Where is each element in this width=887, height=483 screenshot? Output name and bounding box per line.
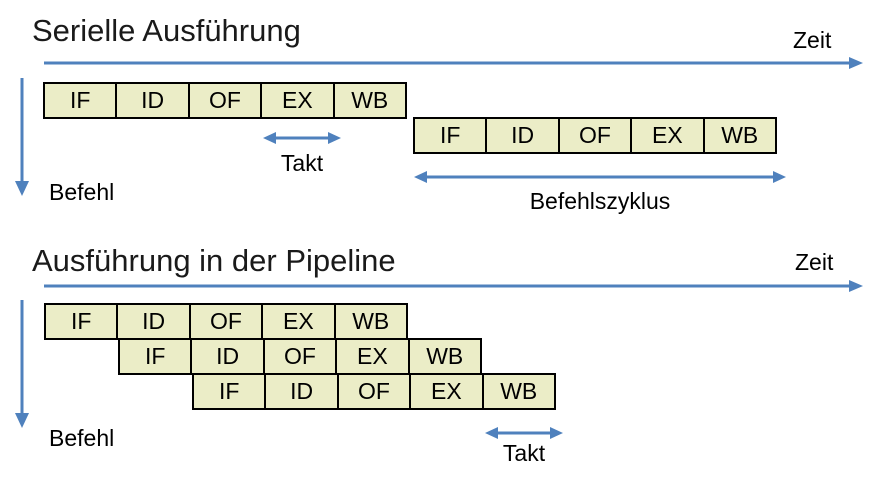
stage-cell: WB xyxy=(332,82,407,119)
stage-cell: IF xyxy=(43,82,118,119)
stage-cell: IF xyxy=(413,117,488,154)
stage-cell: ID xyxy=(116,303,191,340)
pipeline-instruction-axis-arrow-icon xyxy=(15,300,29,428)
stage-cell: IF xyxy=(118,338,193,375)
stage-cell: OF xyxy=(557,117,633,154)
stage-cell: ID xyxy=(190,338,265,375)
stage-cell: EX xyxy=(630,117,705,154)
stage-cell: IF xyxy=(192,373,267,410)
serial-section-title: Serielle Ausführung xyxy=(32,13,301,48)
stage-cell: OF xyxy=(188,303,264,340)
pipeline-instruction-3-row: IF ID OF EX WB xyxy=(192,373,556,410)
pipeline-instruction-1-row: IF ID OF EX WB xyxy=(44,303,408,340)
pipeline-time-axis-label: Zeit xyxy=(795,249,834,275)
pipeline-takt-label: Takt xyxy=(502,440,546,466)
stage-cell: EX xyxy=(260,82,335,119)
stage-cell: WB xyxy=(407,338,482,375)
stage-cell: OF xyxy=(262,338,338,375)
serial-takt-label: Takt xyxy=(280,150,324,176)
stage-cell: WB xyxy=(702,117,777,154)
stage-cell: ID xyxy=(115,82,190,119)
stage-cell: OF xyxy=(336,373,412,410)
pipeline-takt-double-arrow-icon xyxy=(485,427,563,439)
stage-cell: WB xyxy=(333,303,408,340)
stage-cell: ID xyxy=(485,117,560,154)
stage-cell: EX xyxy=(261,303,336,340)
befehlszyklus-double-arrow-icon xyxy=(414,171,786,183)
serial-instruction-axis-label: Befehl xyxy=(49,179,115,205)
serial-instruction-axis-arrow-icon xyxy=(15,78,29,196)
serial-instruction-2-row: IF ID OF EX WB xyxy=(413,117,777,154)
pipeline-section-title: Ausführung in der Pipeline xyxy=(32,243,396,278)
serial-takt-double-arrow-icon xyxy=(263,132,341,144)
pipeline-instruction-2-row: IF ID OF EX WB xyxy=(118,338,482,375)
stage-cell: IF xyxy=(44,303,119,340)
serial-instruction-1-row: IF ID OF EX WB xyxy=(43,82,407,119)
stage-cell: WB xyxy=(481,373,556,410)
stage-cell: EX xyxy=(409,373,484,410)
stage-cell: EX xyxy=(335,338,410,375)
stage-cell: OF xyxy=(187,82,263,119)
stage-cell: ID xyxy=(264,373,339,410)
pipeline-instruction-axis-label: Befehl xyxy=(49,425,115,451)
serial-time-axis-arrow-icon xyxy=(44,57,863,69)
serial-time-axis-label: Zeit xyxy=(793,27,832,53)
befehlszyklus-label: Befehlszyklus xyxy=(529,188,671,214)
pipeline-time-axis-arrow-icon xyxy=(44,280,863,292)
